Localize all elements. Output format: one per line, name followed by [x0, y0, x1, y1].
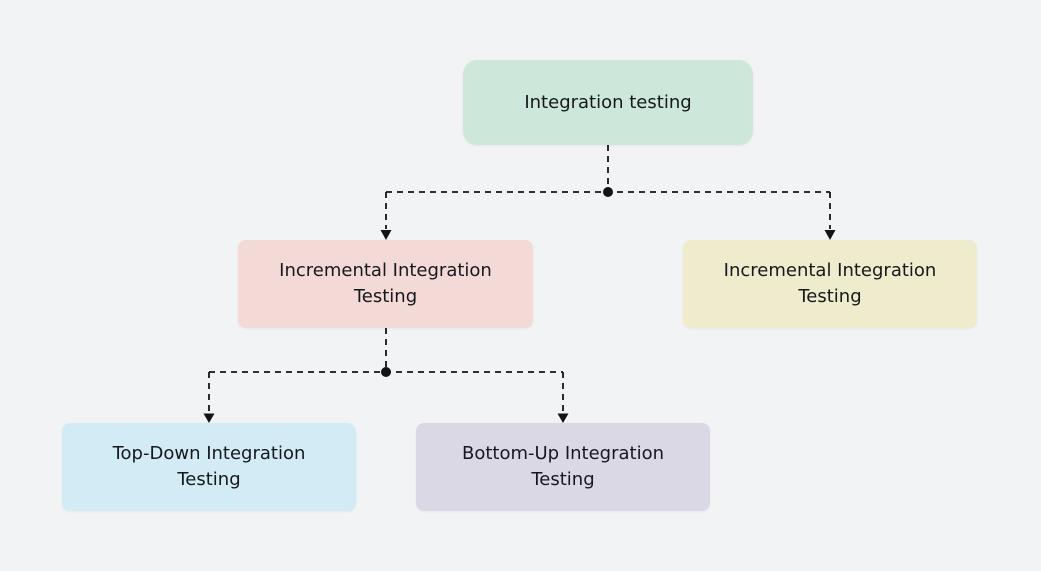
node-label-line2: Testing: [353, 286, 418, 307]
node-label-line2: Testing: [798, 286, 862, 307]
junction-dot-bottom: [381, 367, 391, 377]
arrowhead-incremental-left: [380, 230, 392, 240]
node-integration-testing[interactable]: Integration testing: [463, 60, 753, 145]
node-bottom-up-integration-testing[interactable]: Bottom-Up Integration Testing: [416, 423, 710, 511]
node-label: Incremental Integration: [723, 260, 937, 281]
node-label: Bottom-Up Integration: [461, 443, 665, 464]
node-label: Integration testing: [524, 91, 692, 113]
node-label-line2: Testing: [177, 469, 241, 490]
junction-dot-top: [603, 187, 613, 197]
arrowhead-top-down: [203, 413, 215, 423]
node-label: Top-Down Integration: [112, 443, 306, 464]
arrowhead-incremental-right: [824, 230, 836, 240]
node-incremental-integration-testing-left[interactable]: Incremental Integration Testing: [238, 240, 533, 328]
node-label-line2: Testing: [531, 469, 595, 490]
node-incremental-integration-testing-right[interactable]: Incremental Integration Testing: [683, 240, 977, 328]
arrowhead-bottom-up: [557, 413, 569, 423]
node-top-down-integration-testing[interactable]: Top-Down Integration Testing: [62, 423, 356, 511]
node-label: Incremental Integration: [279, 260, 492, 281]
